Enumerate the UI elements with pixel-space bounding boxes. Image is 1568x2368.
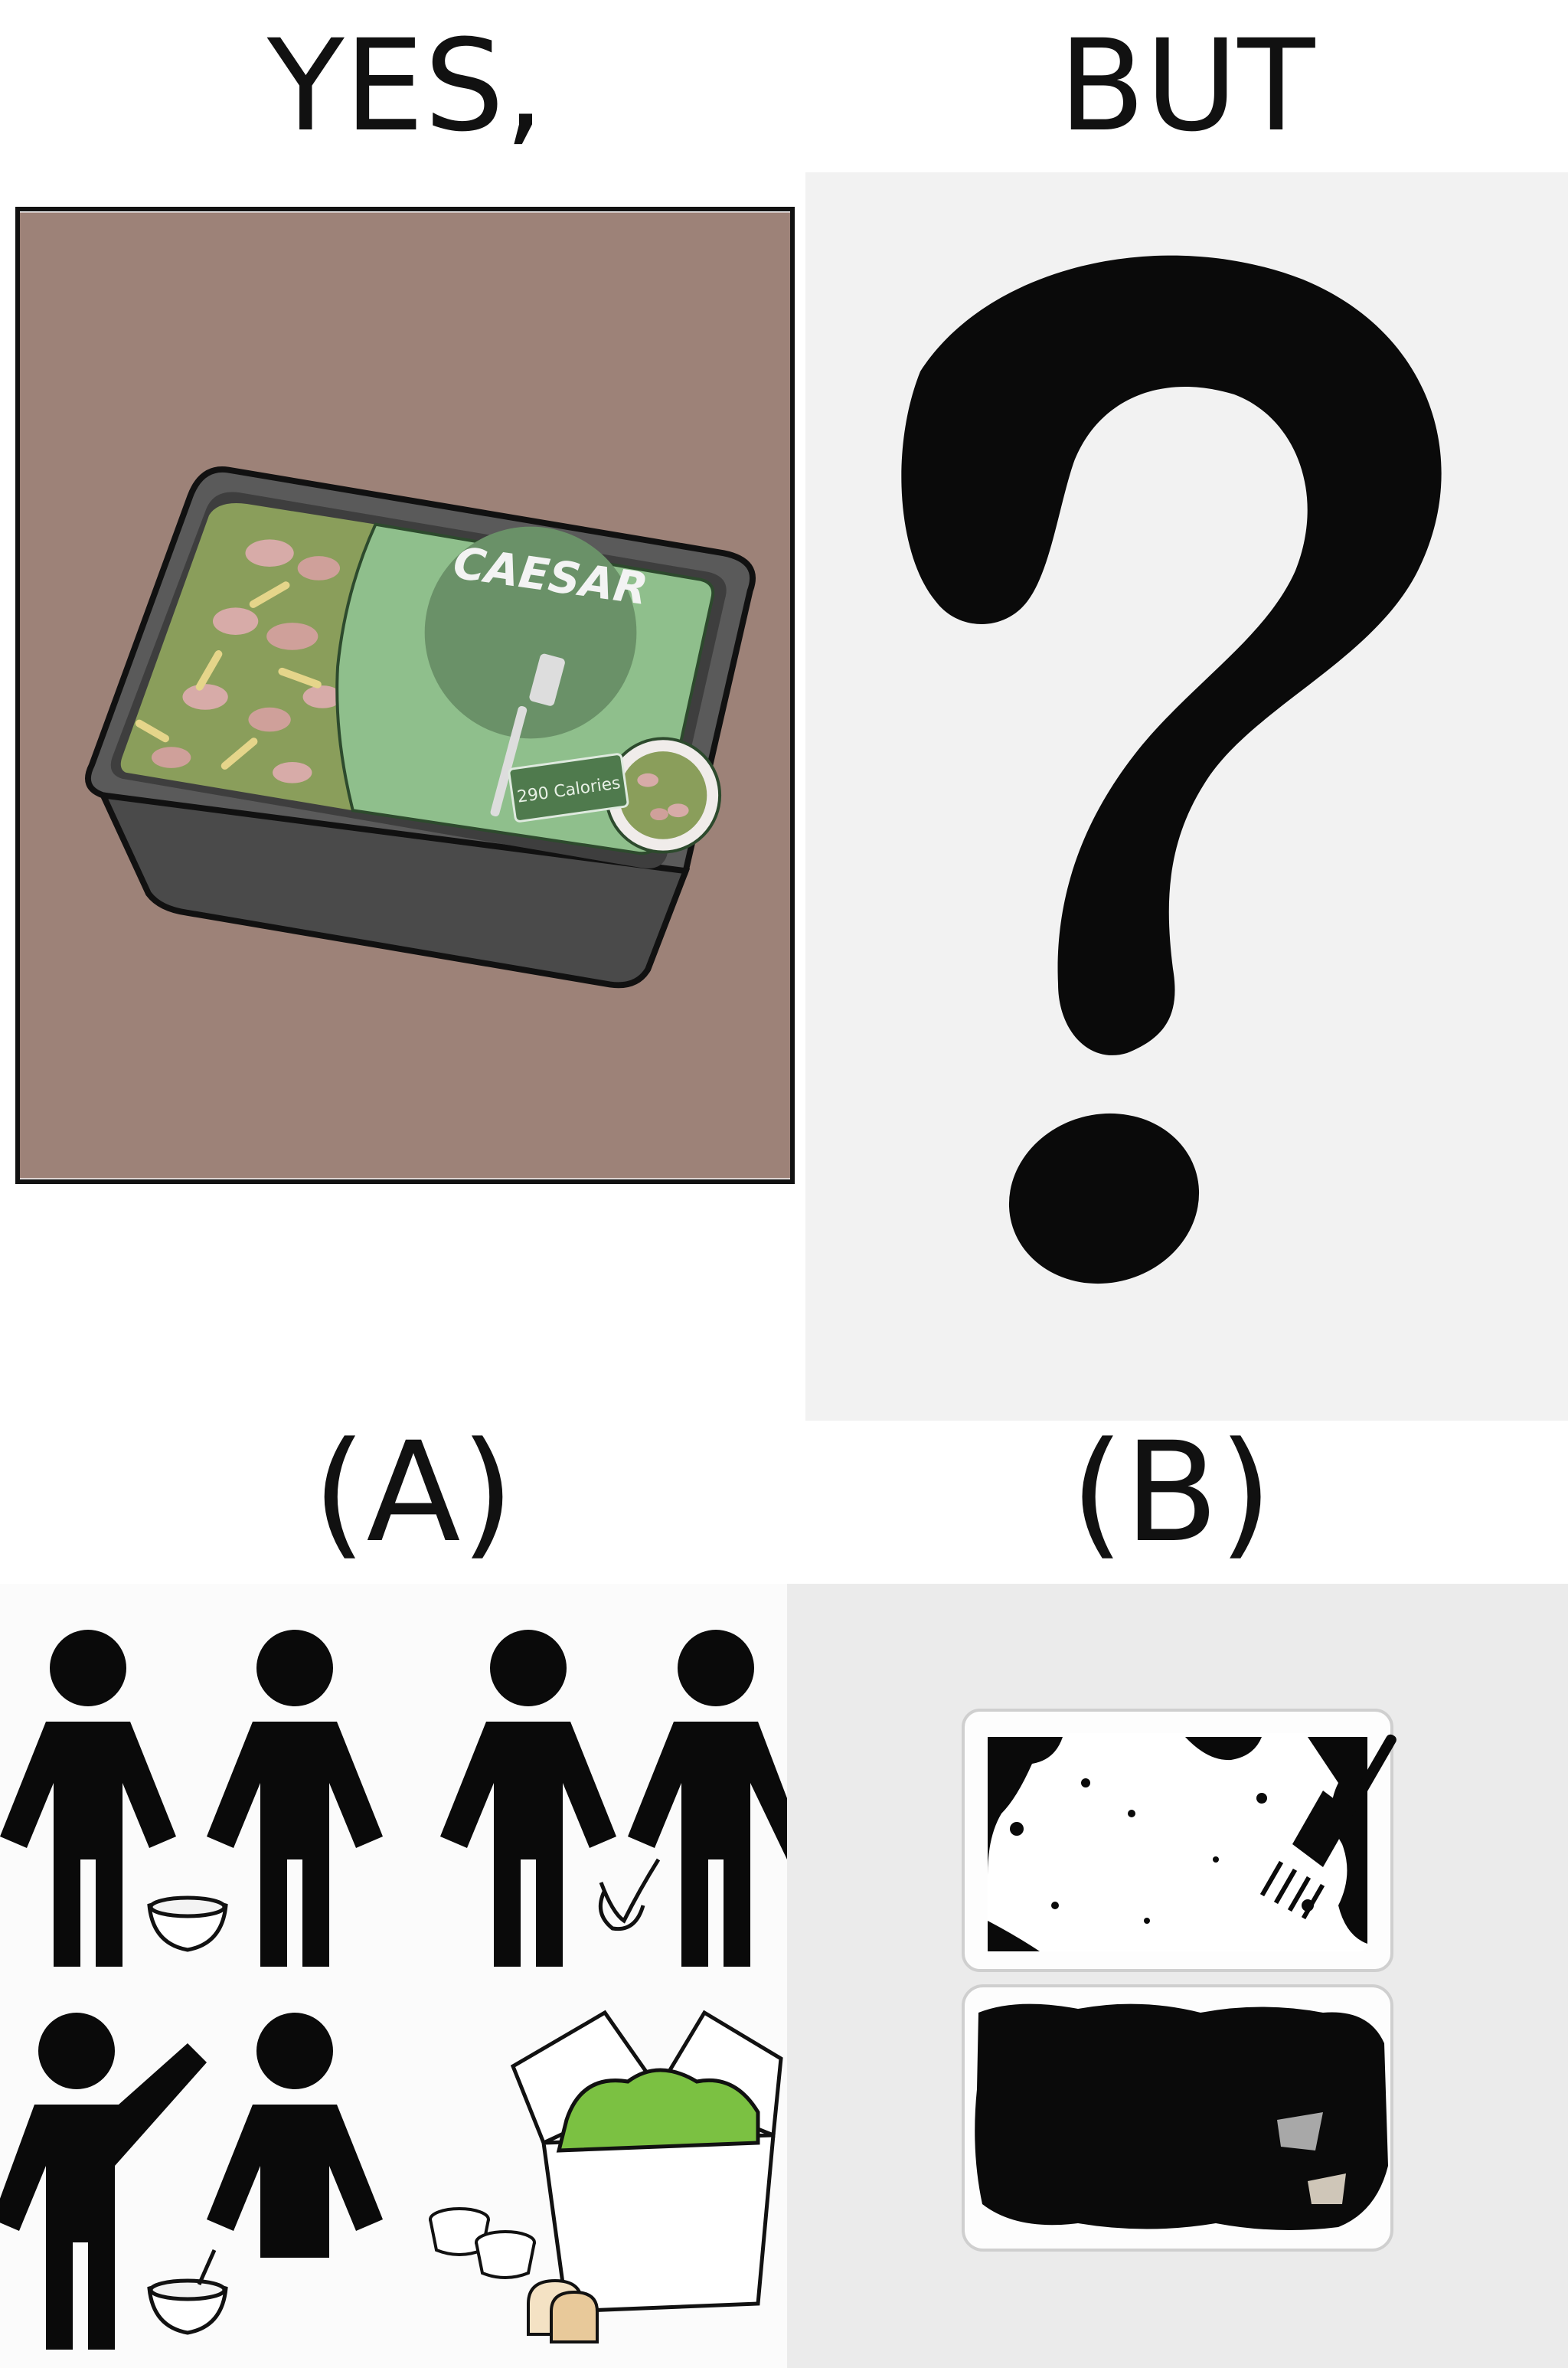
bread-icon bbox=[527, 2278, 599, 2343]
sauce-cup-icon bbox=[429, 2207, 490, 2256]
question-mark-illustration bbox=[805, 172, 1568, 1421]
caption-but: BUT bbox=[1058, 12, 1315, 159]
people-illustration bbox=[0, 1584, 787, 2368]
checkmark-icon bbox=[598, 1858, 661, 1931]
empty-container-illustration bbox=[787, 1584, 1568, 2368]
sauce-cup-icon bbox=[475, 2230, 536, 2279]
salad-package-illustration: 290 Calories CAESAR bbox=[20, 212, 790, 1179]
person-icon bbox=[0, 1630, 176, 1967]
person-icon bbox=[0, 2013, 207, 2350]
salad-box-icon bbox=[510, 2010, 783, 2314]
but-panel bbox=[805, 172, 1568, 1421]
person-icon bbox=[207, 1630, 383, 1967]
leftover-salad-icon bbox=[975, 2003, 1388, 2230]
fork-graphic bbox=[490, 653, 565, 816]
caption-option-a: (A) bbox=[312, 1413, 514, 1573]
question-mark-icon bbox=[901, 255, 1442, 1055]
question-mark-dot-icon bbox=[1008, 1113, 1200, 1284]
salad-contents bbox=[135, 539, 342, 783]
person-icon bbox=[628, 1630, 787, 1967]
option-a-panel bbox=[0, 1584, 787, 2368]
caption-option-b: (B) bbox=[1070, 1413, 1272, 1573]
person-icon bbox=[440, 1630, 616, 1967]
caption-yes: YES, bbox=[266, 12, 545, 159]
person-icon bbox=[207, 2013, 383, 2258]
option-b-panel bbox=[787, 1584, 1568, 2368]
yes-panel: 290 Calories CAESAR bbox=[15, 207, 795, 1184]
fork-icon bbox=[1259, 1734, 1396, 1920]
